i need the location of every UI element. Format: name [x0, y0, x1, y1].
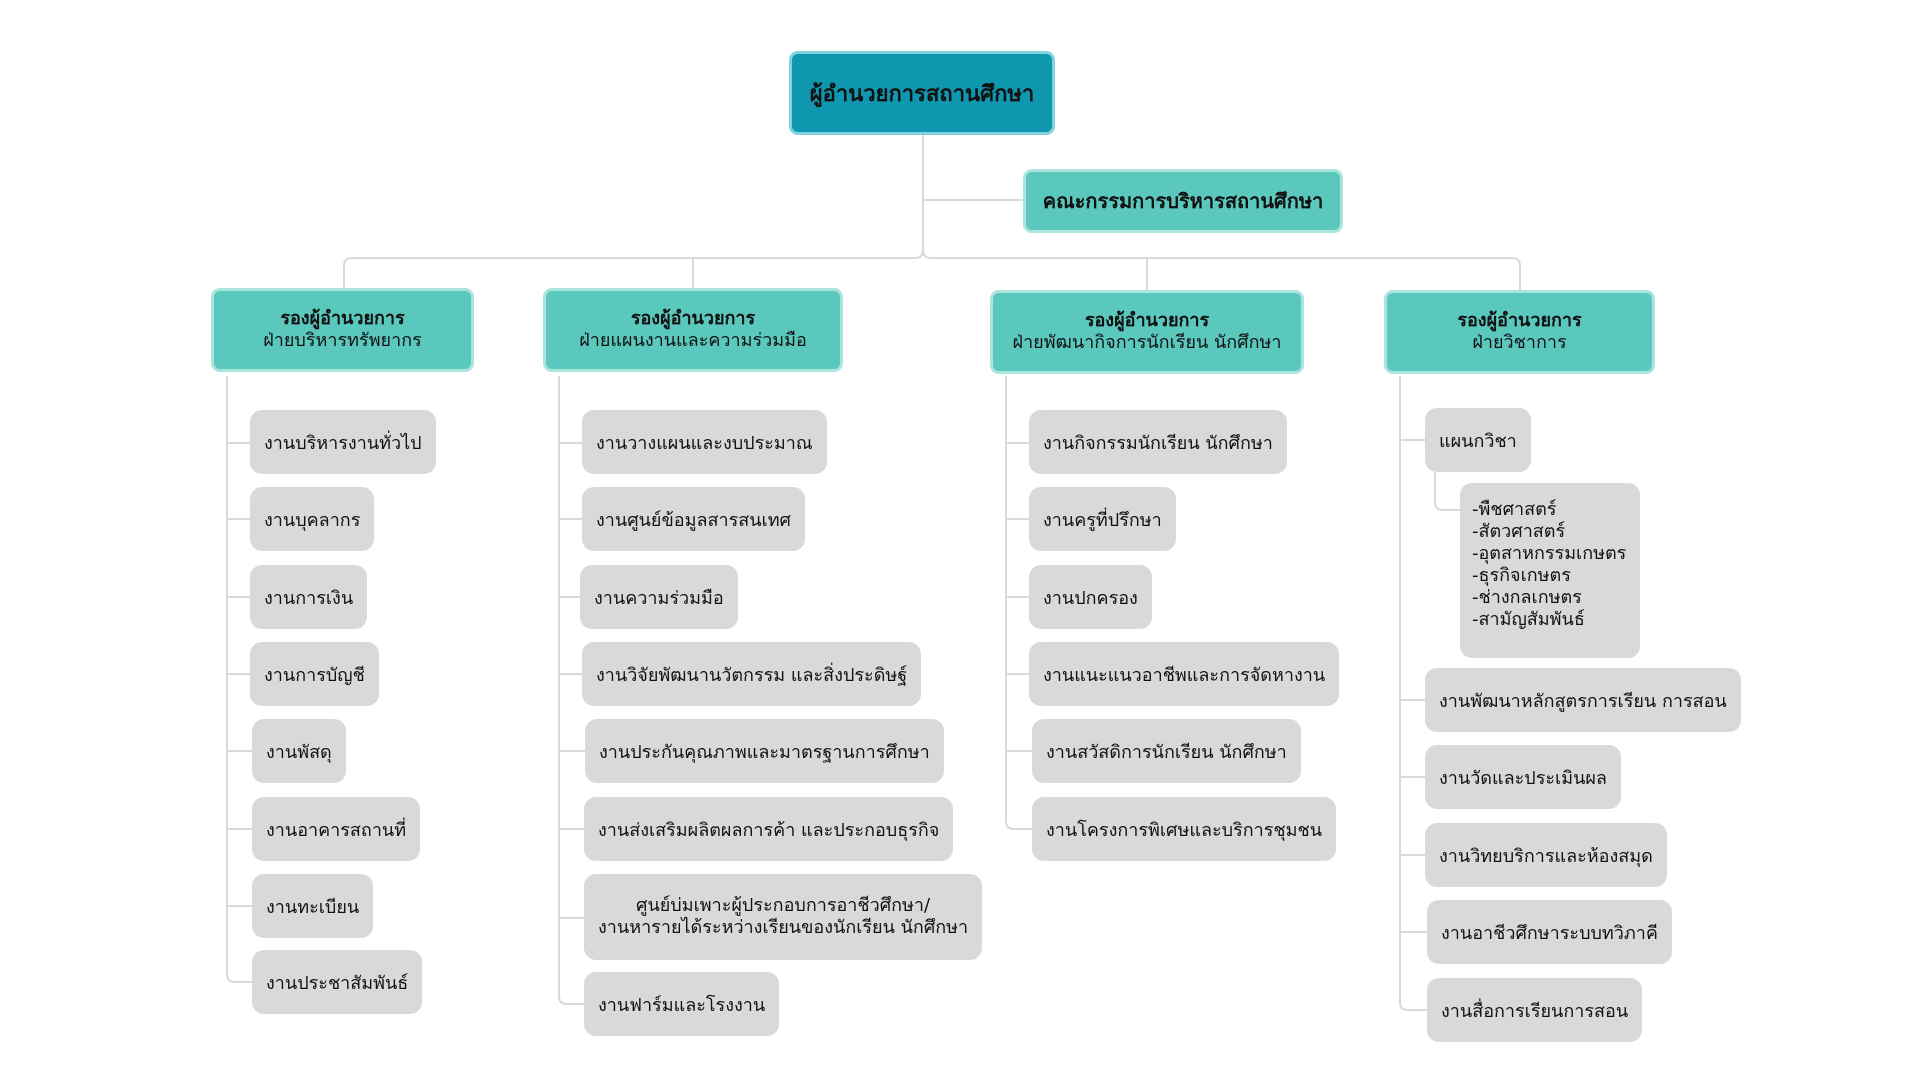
dept-head-division: ฝ่ายพัฒนากิจการนักเรียน นักศึกษา [1012, 332, 1282, 353]
branch-connector-right [922, 249, 1521, 290]
dept-1-item: งานบุคลากร [250, 487, 375, 551]
dept-head-planning: รองผู้อำนวยการ ฝ่ายแผนงานและความร่วมมือ [543, 288, 843, 372]
dept-4-item: งานสื่อการเรียนการสอน [1427, 978, 1643, 1042]
dept-1-item: งานบริหารงานทั่วไป [250, 410, 436, 474]
dept-4-item: งานวิทยบริการและห้องสมุด [1425, 823, 1667, 887]
dept-3-item: งานแนะแนวอาชีพและการจัดหางาน [1029, 642, 1340, 706]
director-label: ผู้อำนวยการสถานศึกษา [809, 81, 1035, 107]
subject-item: -สัตวศาสตร์ [1472, 521, 1566, 542]
dept-4-item: งานพัฒนาหลักสูตรการเรียน การสอน [1425, 668, 1741, 732]
dept-2-item: งานวางแผนและงบประมาณ [582, 410, 827, 474]
dept-4-sub-connector [1434, 472, 1462, 511]
director-node: ผู้อำนวยการสถานศึกษา [789, 51, 1055, 135]
dept-head-division: ฝ่ายแผนงานและความร่วมมือ [579, 330, 807, 351]
branch-connector-left [343, 249, 924, 288]
dept-4-item: งานวัดและประเมินผล [1425, 745, 1621, 809]
committee-node: คณะกรรมการบริหารสถานศึกษา [1023, 169, 1343, 233]
dept-2-item-line: ศูนย์บ่มเพาะผู้ประกอบการอาชีวศึกษา/ [636, 895, 931, 916]
subject-item: -อุตสาหกรรมเกษตร [1472, 543, 1627, 564]
subject-item: -ช่างกลเกษตร [1472, 587, 1582, 608]
dept-3-item: งานปกครอง [1029, 565, 1152, 629]
dept-3-item: งานโครงการพิเศษและบริการชุมชน [1032, 797, 1337, 861]
dept-head-student-affairs: รองผู้อำนวยการ ฝ่ายพัฒนากิจการนักเรียน น… [990, 290, 1304, 374]
subject-item: -สามัญสัมพันธ์ [1472, 609, 1585, 630]
dept-4-subject-list: -พืชศาสตร์ -สัตวศาสตร์ -อุตสาหกรรมเกษตร … [1460, 483, 1640, 658]
dept-1-item: งานการบัญชี [250, 642, 379, 706]
dept-head-title: รองผู้อำนวยการ [1457, 310, 1582, 331]
dept-head-title: รองผู้อำนวยการ [280, 308, 405, 329]
subject-item: -ธุรกิจเกษตร [1472, 565, 1571, 586]
dept-1-item: งานการเงิน [250, 565, 368, 629]
dept-2-item: งานศูนย์ข้อมูลสารสนเทศ [582, 487, 805, 551]
dept-head-division: ฝ่ายวิชาการ [1472, 332, 1567, 353]
dept-head-resources: รองผู้อำนวยการ ฝ่ายบริหารทรัพยากร [211, 288, 474, 372]
dept-2-item-incubation: ศูนย์บ่มเพาะผู้ประกอบการอาชีวศึกษา/ งานห… [584, 874, 983, 960]
dept-2-item: งานส่งเสริมผลิตผลการค้า และประกอบธุรกิจ [584, 797, 954, 861]
subject-item: -พืชศาสตร์ [1472, 499, 1557, 520]
dept-1-item: งานพัสดุ [252, 719, 346, 783]
dept-2-item: งานประกันคุณภาพและมาตรฐานการศึกษา [585, 719, 944, 783]
dept-3-item: งานกิจกรรมนักเรียน นักศึกษา [1029, 410, 1287, 474]
dept-1-item: งานทะเบียน [252, 874, 374, 938]
dept-2-item-line: งานหารายได้ระหว่างเรียนของนักเรียน นักศึ… [598, 917, 969, 938]
dept-1-item: งานอาคารสถานที่ [252, 797, 421, 861]
dept-head-academic: รองผู้อำนวยการ ฝ่ายวิชาการ [1384, 290, 1655, 374]
dept-2-item: งานความร่วมมือ [580, 565, 738, 629]
dept-4-item: แผนกวิชา [1425, 408, 1531, 472]
dept-2-item: งานฟาร์มและโรงงาน [584, 972, 780, 1036]
dept-1-item: งานประชาสัมพันธ์ [252, 950, 423, 1014]
committee-label: คณะกรรมการบริหารสถานศึกษา [1042, 189, 1324, 213]
dept-head-title: รองผู้อำนวยการ [1084, 310, 1210, 331]
dept-head-division: ฝ่ายบริหารทรัพยากร [263, 330, 422, 351]
dept-head-title: รองผู้อำนวยการ [630, 308, 756, 329]
dept-3-item: งานครูที่ปรึกษา [1029, 487, 1176, 551]
dept-4-spine [1399, 376, 1428, 1011]
dept-4-item: งานอาชีวศึกษาระบบทวิภาคี [1427, 900, 1672, 964]
dept-3-item: งานสวัสดิการนักเรียน นักศึกษา [1032, 719, 1301, 783]
dept-2-item: งานวิจัยพัฒนานวัตกรรม และสิ่งประดิษฐ์ [582, 642, 922, 706]
